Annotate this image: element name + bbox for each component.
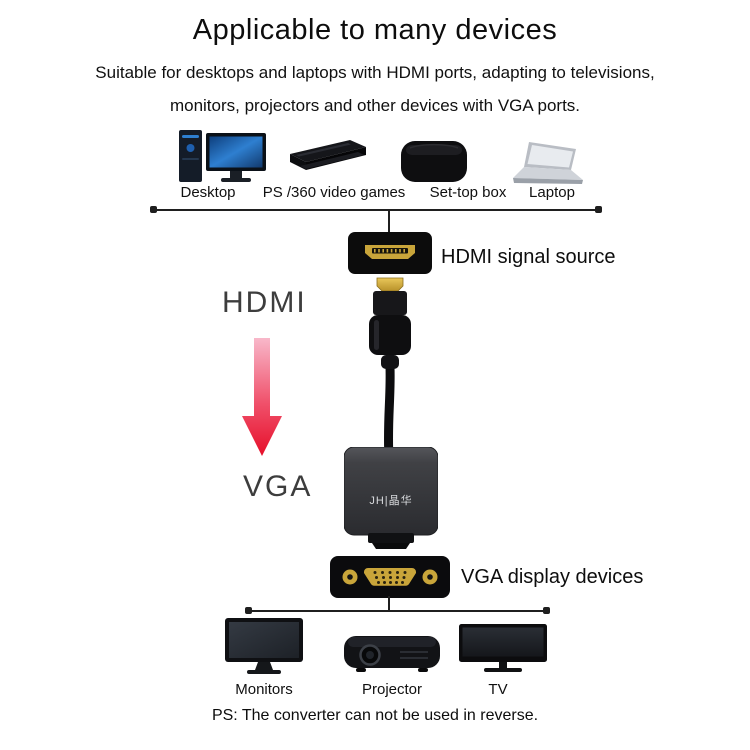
desktop-icon [178, 128, 270, 188]
monitor-icon [225, 618, 303, 676]
source-device-label-desktop: Desktop [180, 184, 236, 201]
source-connector-line [154, 209, 598, 211]
vga-port-icon [330, 556, 450, 598]
tv-icon [459, 624, 547, 674]
display-drop-line [388, 596, 390, 611]
line-endpoint-dot-right-2 [543, 607, 550, 614]
vga-adapter-icon [344, 447, 438, 549]
game-console-icon [288, 138, 368, 184]
source-device-label-settop: Set-top box [429, 184, 507, 201]
hdmi-side-label: HDMI [222, 286, 307, 319]
display-connector-line [249, 610, 547, 612]
line-endpoint-dot-left [150, 206, 157, 213]
vga-display-caption: VGA display devices [461, 566, 644, 588]
hdmi-port-icon [348, 232, 432, 274]
projector-icon [342, 628, 442, 676]
source-device-label-laptop: Laptop [529, 184, 575, 201]
set-top-box-icon [398, 134, 470, 186]
vga-side-label: VGA [243, 470, 313, 503]
page-title: Applicable to many devices [192, 14, 558, 46]
display-device-label-monitors: Monitors [235, 681, 293, 698]
source-drop-line [388, 211, 390, 232]
adapter-brand-label: JH|晶华 [369, 495, 413, 507]
hdmi-source-caption: HDMI signal source [441, 246, 616, 268]
subtitle-line-1: Suitable for desktops and laptops with H… [95, 63, 655, 82]
footer-note: PS: The converter can not be used in rev… [211, 707, 539, 724]
hdmi-plug-icon [362, 277, 418, 459]
source-device-label-ps: PS /360 video games [262, 184, 406, 201]
line-endpoint-dot-left-2 [245, 607, 252, 614]
line-endpoint-dot-right [595, 206, 602, 213]
down-arrow-icon [242, 338, 282, 458]
laptop-icon [512, 142, 588, 188]
display-device-label-tv: TV [488, 681, 508, 698]
subtitle-line-2: monitors, projectors and other devices w… [169, 96, 581, 115]
display-device-label-projector: Projector [361, 681, 423, 698]
